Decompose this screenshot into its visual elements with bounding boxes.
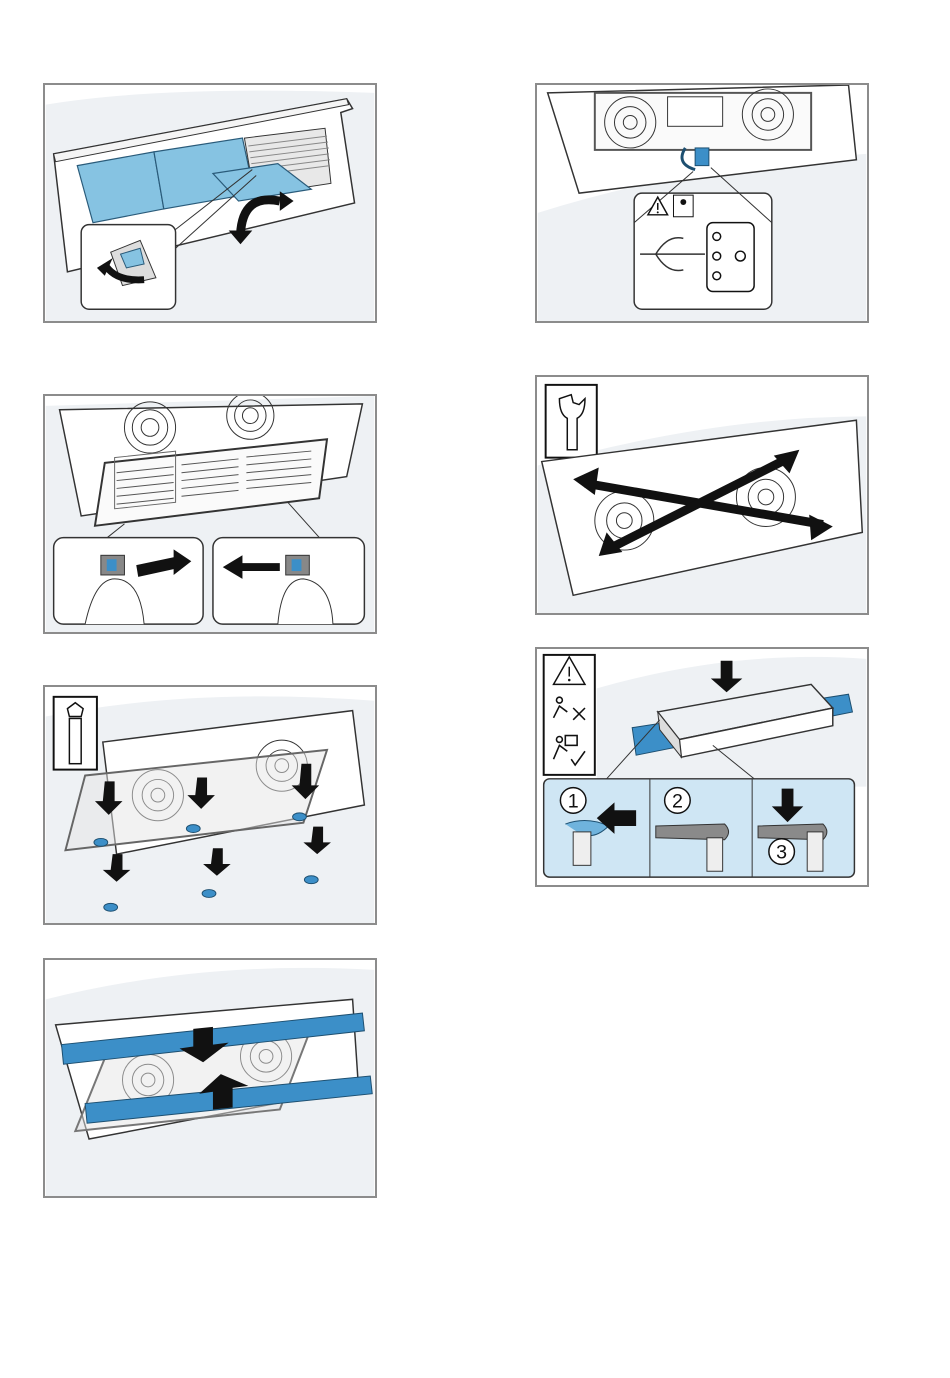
panel-open-filter-flap: [43, 83, 377, 323]
illustration-wiring: [537, 85, 867, 321]
panel-mounting-screws: [535, 375, 869, 615]
illustration-unscrew: [45, 687, 375, 923]
illustration-remove-filter: [45, 396, 375, 632]
step-1-number: 1: [568, 790, 579, 812]
panel-insert-and-fix: 1 2 3: [535, 647, 869, 887]
panel-unscrew-frame: [43, 685, 377, 925]
panel-electrical-connection: [535, 83, 869, 323]
illustration-mounting: [537, 377, 867, 613]
illustration-rails: [45, 960, 375, 1196]
step-2-number: 2: [672, 790, 683, 812]
electrician-icon: [673, 195, 693, 217]
step-3-number: 3: [776, 841, 787, 863]
illustration-insert: 1 2 3: [537, 649, 867, 885]
panel-remove-filter: [43, 394, 377, 634]
illustration-open-flap: [45, 85, 375, 321]
panel-install-rails: [43, 958, 377, 1198]
